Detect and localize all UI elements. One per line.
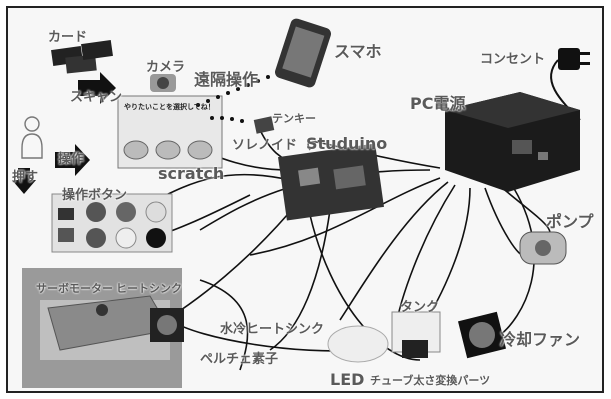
label-operation: 操作 (58, 148, 84, 167)
cooling-fan-icon (458, 312, 506, 359)
label-studuino: Studuino (306, 134, 387, 153)
label-scratch: scratch (158, 164, 224, 183)
studuino-board (278, 143, 384, 220)
person-icon (22, 117, 42, 158)
label-camera: カメラ (146, 56, 185, 75)
label-pump: ポンプ (546, 208, 594, 232)
smartphone-icon (273, 17, 332, 89)
label-heatsink: ヒートシンク (116, 280, 182, 296)
label-cooling-fan: 冷却ファン (500, 326, 580, 350)
label-card: カード (48, 26, 87, 45)
label-scan: スキャン (70, 86, 122, 105)
pump-icon (520, 232, 566, 264)
label-tenkey: テンキー (272, 110, 316, 126)
led-icon (328, 326, 388, 362)
label-peltier: ペルチェ素子 (200, 348, 278, 367)
label-led: LED (330, 370, 364, 389)
card-icon (51, 40, 113, 74)
label-water-heatsink: 水冷ヒートシンク (220, 318, 324, 337)
tube-adapter-icon (402, 340, 428, 358)
label-outlet: コンセント (480, 48, 545, 67)
label-servo: サーボモーター (36, 280, 113, 296)
label-tank: タンク (400, 296, 439, 315)
label-pc-power: PC電源 (410, 90, 465, 114)
label-solenoid: ソレノイド (232, 134, 297, 153)
label-tube-adapter: チューブ太さ変換パーツ (370, 372, 490, 388)
label-remote: 遠隔操作 (194, 66, 258, 90)
label-buttons: 操作ボタン (62, 184, 127, 203)
scratch-screen-text: やりたいことを選択してね！ (124, 102, 215, 112)
camera-icon (150, 74, 176, 92)
label-smartphone: スマホ (334, 38, 382, 62)
label-push: 押す (12, 166, 38, 185)
